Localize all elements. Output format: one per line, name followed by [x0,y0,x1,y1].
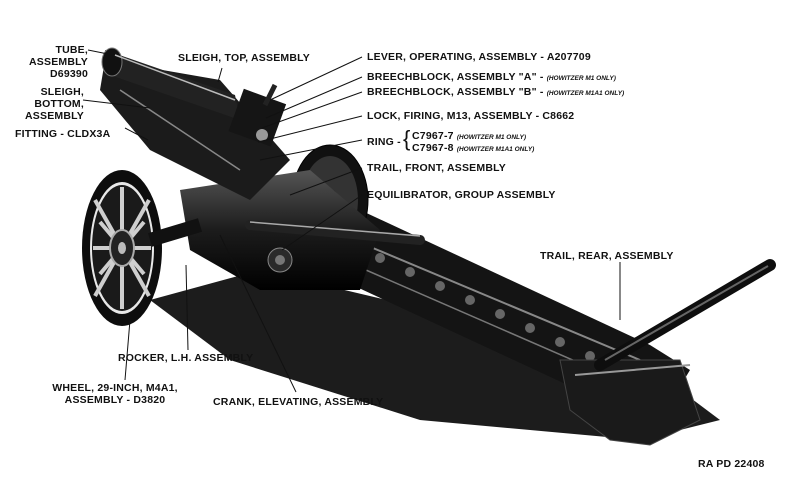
label-ring-1: C7967-7 (HOWITZER M1 ONLY) [412,130,526,144]
label-rocker: ROCKER, L.H. ASSEMBLY [118,352,254,364]
ring-brace: { [403,126,411,151]
left-wheel-shape [82,170,162,326]
reference-code: RA PD 22408 [698,458,765,470]
label-tube-line3: D69390 [50,68,88,80]
label-ring-1-note: (HOWITZER M1 ONLY) [456,134,527,141]
label-lock: LOCK, FIRING, M13, ASSEMBLY - C8662 [367,110,575,122]
label-sleigh-bottom-line2: BOTTOM, [34,98,84,110]
label-trail-rear: TRAIL, REAR, ASSEMBLY [540,250,674,262]
label-wheel-line2: ASSEMBLY - D3820 [64,394,166,406]
label-breechblock-a: BREECHBLOCK, ASSEMBLY "A" - (HOWITZER M1… [367,71,616,85]
sleigh-shape [100,60,290,200]
label-fitting: FITTING - CLDX3A [15,128,111,140]
label-equilibrator: EQUILIBRATOR, GROUP ASSEMBLY [367,189,556,201]
label-breechblock-b-note: (HOWITZER M1A1 ONLY) [546,90,625,97]
label-breechblock-a-note: (HOWITZER M1 ONLY) [546,75,616,82]
label-trail-front: TRAIL, FRONT, ASSEMBLY [367,162,506,174]
label-ring: RING - [367,136,401,148]
label-ring-2-note: (HOWITZER M1A1 ONLY) [456,146,535,153]
label-lever: LEVER, OPERATING, ASSEMBLY - A207709 [367,51,591,63]
label-wheel-line1: WHEEL, 29-INCH, M4A1, [52,382,178,394]
label-sleigh-bottom-line1: SLEIGH, [40,86,84,98]
label-sleigh-bottom: SLEIGH, BOTTOM, ASSEMBLY [18,86,84,122]
label-tube-line1: TUBE, [55,44,88,56]
label-ring-1-text: C7967-7 [412,130,454,142]
label-breechblock-a-text: BREECHBLOCK, ASSEMBLY "A" - [367,71,544,83]
label-breechblock-b: BREECHBLOCK, ASSEMBLY "B" - (HOWITZER M1… [367,86,624,100]
label-ring-2-text: C7967-8 [412,142,454,154]
tube-shape [105,50,240,120]
label-tube-line2: ASSEMBLY [29,56,88,68]
spade-shape [559,359,701,446]
label-ring-2: C7967-8 (HOWITZER M1A1 ONLY) [412,142,534,156]
label-tube: TUBE, ASSEMBLY D69390 [20,44,88,80]
label-crank: CRANK, ELEVATING, ASSEMBLY [213,396,384,408]
label-wheel: WHEEL, 29-INCH, M4A1, ASSEMBLY - D3820 [40,382,190,406]
label-breechblock-b-text: BREECHBLOCK, ASSEMBLY "B" - [367,86,544,98]
leader-lines [82,49,621,393]
label-sleigh-top: SLEIGH, TOP, ASSEMBLY [178,52,310,64]
label-sleigh-bottom-line3: ASSEMBLY [25,110,84,122]
